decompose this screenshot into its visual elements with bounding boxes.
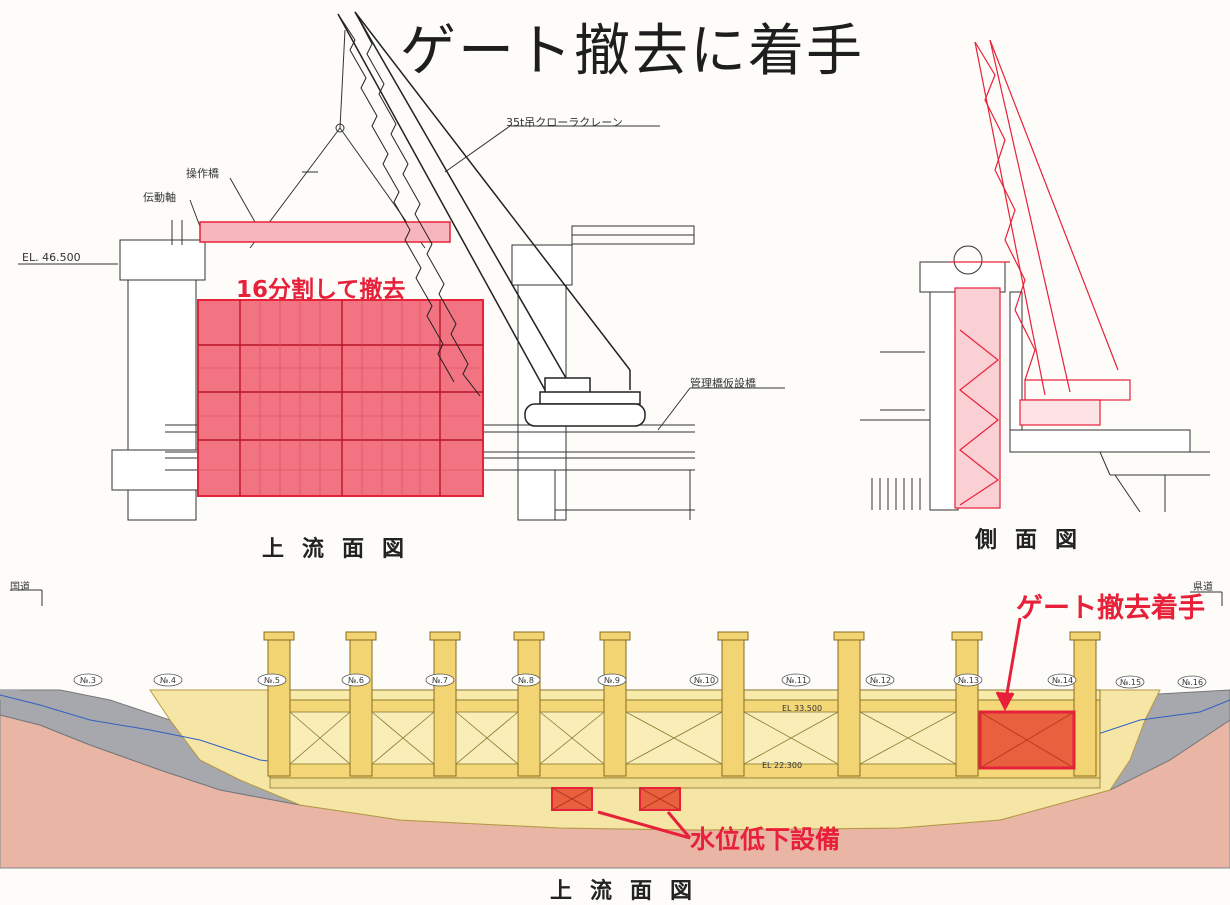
upstream-caption: 上流面図 [262,537,423,562]
pier-label: №.9 [604,676,620,685]
pier-label: №.11 [786,676,808,685]
pier-label: №.6 [348,676,364,685]
removal-label: 16分割して撤去 [236,277,406,303]
water-lowering-boxes [551,787,681,811]
side-view-red-crane [950,39,1131,509]
gate-bays [289,711,957,765]
temp-bridge-label: 管理橋仮設橋 [690,377,756,390]
el-upper-label: EL 33.500 [782,704,823,713]
gate-removal-label: ゲート撤去着手 [1016,593,1205,624]
side-view-drawing [860,245,1210,513]
pier-label: №.10 [694,676,716,685]
right-road-label: 県道 [1193,582,1213,593]
elevation-label: EL. 46.500 [22,251,81,264]
dam-piers [263,631,1101,777]
gate-removal-target [978,710,1076,770]
pier-label: №.15 [1120,678,1142,687]
pier-label: №.14 [1052,676,1074,685]
pier-label: №.8 [518,676,534,685]
pier-label: №.13 [958,676,980,685]
drive-shaft-label: 伝動軸 [143,191,176,204]
road-markers [10,589,1223,606]
left-road-label: 国道 [10,582,30,593]
plan-caption: 上流面図 [550,879,711,904]
water-lowering-label: 水位低下設備 [690,825,841,854]
pier-label: №.16 [1182,678,1204,687]
annotation-arrows [597,617,1022,840]
page-title: ゲート撤去に着手 [400,19,864,84]
side-caption: 側面図 [975,528,1096,553]
crawler-crane [337,11,646,427]
operation-bridge [199,221,451,243]
el-lower-label: EL 22.300 [762,761,803,770]
pier-label: №.3 [80,676,96,685]
pier-label: №.4 [160,676,176,685]
pier-label-ovals [73,673,1207,689]
pier-label: №.5 [264,676,280,685]
gate-16-sections [197,299,484,497]
pier-label: №.12 [870,676,892,685]
pier-label: №.7 [432,676,448,685]
crane-label: 35t吊クローラクレーン [506,116,623,129]
operation-bridge-label: 操作橋 [186,167,219,180]
